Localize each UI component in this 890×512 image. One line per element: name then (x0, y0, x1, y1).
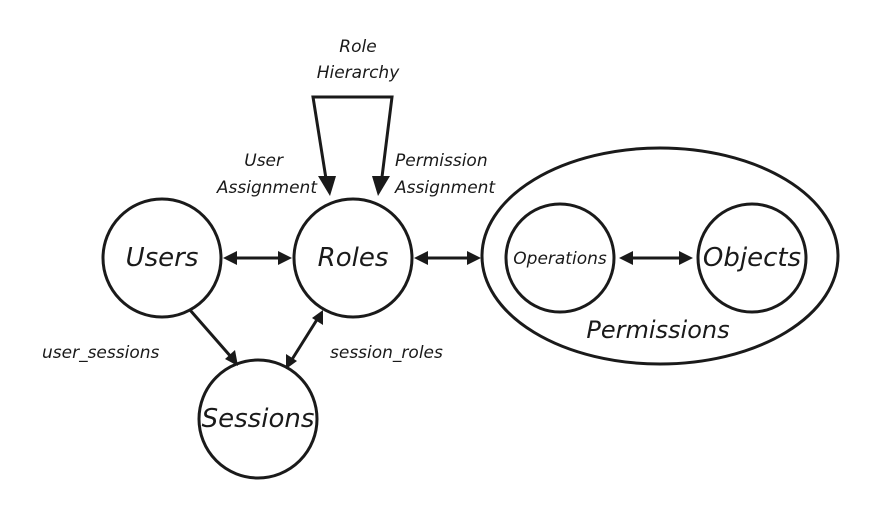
sessions-roles-arrowhead-top (312, 310, 323, 325)
users-roles-arrowhead-left (223, 251, 237, 265)
roles-circle (292, 197, 414, 319)
users-sessions-edge (188, 309, 234, 359)
role-hierarchy-loop (311, 95, 394, 186)
user-assignment-label-line2: Assignment (216, 178, 318, 198)
roles-label: Roles (318, 243, 389, 273)
users-label: Users (126, 243, 199, 273)
users-circle (101, 197, 223, 319)
roles-permissions-arrowhead-left (414, 251, 428, 265)
role-hierarchy-label-line2: Hierarchy (317, 63, 400, 83)
user-sessions-label: user_sessions (42, 343, 160, 363)
sessions-circle (197, 358, 319, 480)
roles-permissions-arrowhead-right (467, 251, 481, 265)
permission-assignment-label-line1: Permission (395, 151, 488, 171)
permissions-label: Permissions (586, 316, 729, 344)
operations-circle (504, 202, 616, 314)
permission-assignment-label-line2: Assignment (394, 178, 496, 198)
sessions-label: Sessions (202, 404, 315, 434)
role-hierarchy-arrowhead-left (318, 176, 336, 196)
users-sessions-arrowhead (225, 350, 238, 366)
session-roles-label: session_roles (330, 343, 443, 363)
role-hierarchy-arrowhead-right (372, 176, 390, 196)
role-hierarchy-label-line1: Role (339, 37, 376, 57)
user-assignment-label-line1: User (244, 151, 284, 171)
users-roles-arrowhead-right (278, 251, 292, 265)
objects-circle (696, 202, 808, 314)
operations-objects-arrowhead-left (619, 251, 633, 265)
sessions-roles-arrowhead-bottom (286, 354, 297, 369)
sessions-roles-edge (289, 317, 320, 362)
operations-objects-arrowhead-right (679, 251, 693, 265)
operations-label: Operations (513, 249, 607, 269)
objects-label: Objects (703, 243, 801, 273)
